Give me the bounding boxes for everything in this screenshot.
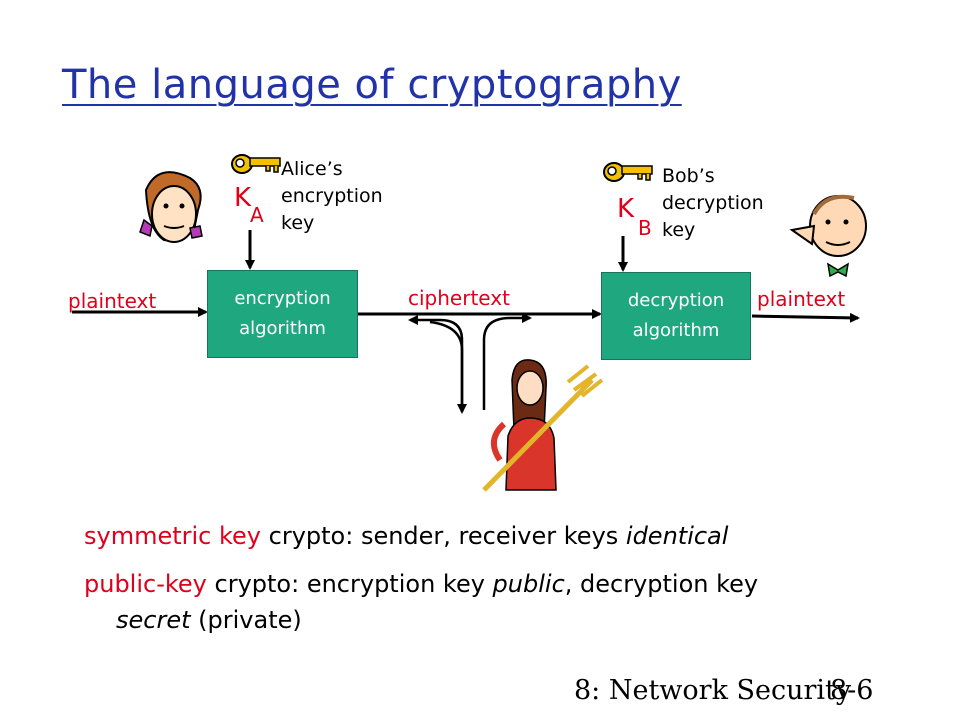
decryption-algorithm-box: decryption algorithm [601,272,751,360]
symmetric-key-line: symmetric key crypto: sender, receiver k… [84,522,729,550]
intercept-arrow-right [482,313,532,410]
plaintext-output-label: plaintext [757,287,846,311]
public-key-line: public-key crypto: encryption key public… [84,570,759,598]
intruder-icon [482,359,604,492]
intercept-arrow-down [429,320,467,414]
alice-key-letter: K [234,183,252,213]
intercept-arrow-left [408,315,464,410]
footer-page-number: 8-6 [830,675,874,706]
alice-icon [139,171,203,243]
bob-key-icon [603,162,653,182]
plaintext-out-arrow [751,312,860,323]
alice-key-icon [231,154,281,174]
bob-key-subscript: B [638,216,652,240]
alice-key-subscript: A [250,203,264,227]
footer-section: 8: Network Security [574,675,852,706]
bob-icon [789,194,867,278]
encryption-algorithm-box: encryption algorithm [207,270,358,358]
page-title: The language of cryptography [62,62,682,108]
plaintext-input-label: plaintext [68,289,157,313]
public-key-line-continued: secret (private) [116,606,302,634]
alice-key-caption: Alice’s encryption key [281,158,383,234]
bob-key-caption: Bob’s decryption key [662,165,764,241]
ciphertext-label: ciphertext [408,286,510,310]
bob-key-letter: K [617,194,635,224]
